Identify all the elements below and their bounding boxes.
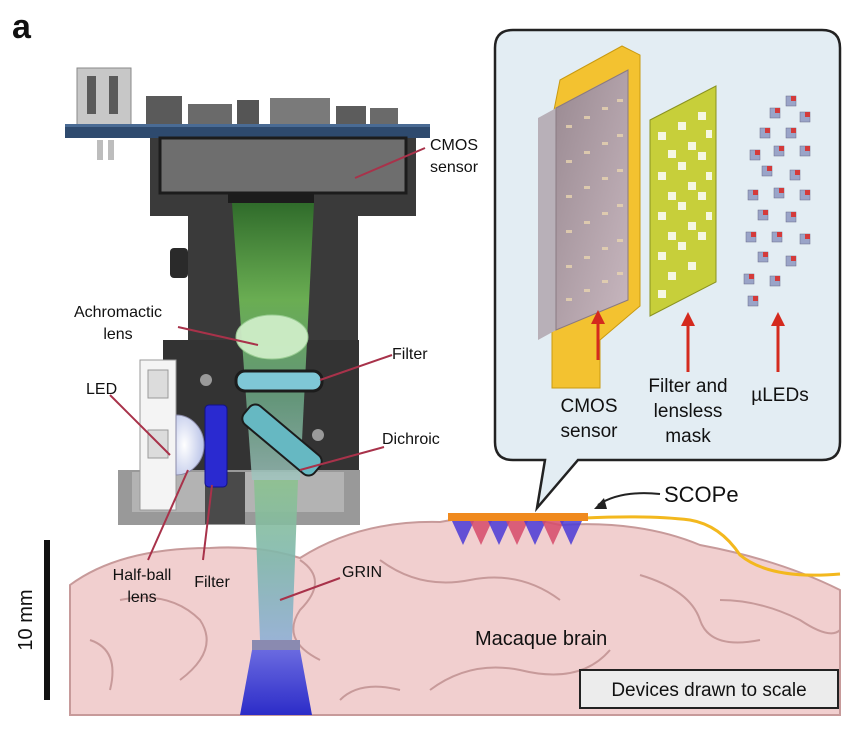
- label-achromatic-lens: Achromactic: [74, 304, 162, 321]
- brain-fold: [379, 559, 561, 601]
- inset-uleds-label: µLEDs: [751, 385, 808, 406]
- scale-bar-label: 10 mm: [15, 589, 37, 650]
- scale-note-text: Devices drawn to scale: [611, 680, 806, 701]
- pcb-board: [65, 124, 430, 138]
- inset-filter-mask: [649, 85, 717, 317]
- inset-cmos-label: CMOS: [561, 396, 618, 417]
- scope-device: [448, 492, 841, 577]
- brain-fold: [339, 685, 401, 701]
- label-filter-bottom: Filter: [194, 574, 230, 591]
- excitation-filter: [204, 404, 228, 488]
- label-half-ball-lens: lens: [127, 589, 156, 606]
- inset-callout: CMOS sensor Filter and lensless mask µLE…: [493, 28, 842, 513]
- inset-filter-label: lensless: [654, 401, 723, 422]
- grin-blue-tip: [240, 650, 312, 715]
- led-module: [139, 359, 177, 511]
- brain-fold: [719, 599, 841, 635]
- scope-pointer-arrow: [597, 492, 661, 506]
- label-grin: GRIN: [342, 564, 382, 581]
- emission-filter: [234, 369, 324, 393]
- label-cmos-sensor: sensor: [430, 159, 479, 176]
- scale-note-box: [579, 669, 839, 709]
- inset-red-arrows: [591, 310, 785, 372]
- grin-lens: [254, 480, 298, 640]
- label-macaque-brain: Macaque brain: [475, 628, 607, 650]
- leader-lines: [109, 147, 426, 601]
- panel-letter: a: [12, 8, 32, 46]
- brain-fold: [119, 596, 208, 681]
- flex-cable: [584, 515, 841, 577]
- miniscope: [65, 67, 430, 715]
- achromatic-lens: [235, 314, 309, 360]
- inset-filter-label: Filter and: [648, 376, 727, 397]
- label-half-ball-lens: Half-ball: [113, 567, 172, 584]
- inset-filter-label: mask: [665, 426, 711, 447]
- inset-uled-array: [743, 95, 811, 307]
- half-ball-lens: [175, 414, 205, 476]
- label-achromatic-lens: lens: [103, 326, 132, 343]
- inset-cmos-sensor: [538, 45, 641, 389]
- label-led: LED: [86, 381, 117, 398]
- inset-cmos-label: sensor: [560, 421, 618, 442]
- label-cmos-sensor: CMOS: [430, 137, 478, 154]
- cmos-sensor-block: [158, 136, 408, 195]
- label-scope: SCOPe: [664, 482, 739, 507]
- label-dichroic: Dichroic: [382, 431, 440, 448]
- label-filter-top: Filter: [392, 346, 428, 363]
- dichroic-mirror: [241, 403, 323, 477]
- scale-bar: [44, 540, 50, 700]
- brain-fold: [639, 574, 761, 644]
- brain-fold: [89, 639, 114, 691]
- brain-fold: [429, 649, 611, 691]
- brain-fold: [292, 559, 321, 661]
- connector: [76, 67, 132, 160]
